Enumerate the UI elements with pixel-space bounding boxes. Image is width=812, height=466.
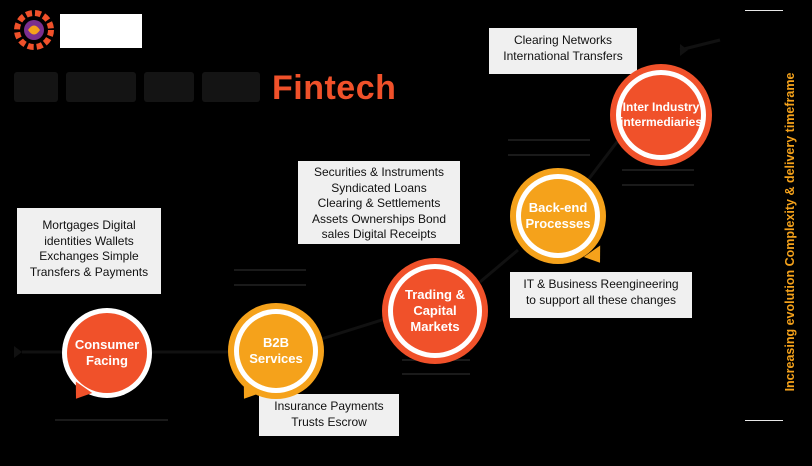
side-line-top bbox=[745, 10, 783, 11]
box-line: Clearing & Settlements bbox=[317, 196, 441, 210]
box-line: sales Digital Receipts bbox=[321, 227, 437, 241]
stage-b2b-services: B2B Services bbox=[228, 303, 324, 399]
side-label-complexity: Increasing evolution Complexity & delive… bbox=[783, 72, 797, 392]
stage-label: Back-end Processes bbox=[525, 200, 591, 231]
caption-bar-b2b bbox=[234, 269, 306, 286]
box-line: Exchanges Simple bbox=[39, 249, 139, 263]
logo-wordmark bbox=[60, 14, 142, 48]
caption-bar-inter bbox=[622, 169, 694, 186]
box-trading: Securities & Instruments Syndicated Loan… bbox=[298, 161, 460, 244]
connector-b2b-trading bbox=[317, 316, 389, 342]
box-line: Trusts Escrow bbox=[291, 414, 367, 429]
box-line: Transfers & Payments bbox=[29, 264, 149, 279]
box-line: Securities & Instruments bbox=[313, 165, 445, 179]
stage-back-end-processes: Back-end Processes bbox=[510, 168, 606, 264]
stage-inter-industry-intermediaries: Inter Industry intermediaries bbox=[610, 64, 712, 166]
box-b2b: Insurance Payments Trusts Escrow bbox=[259, 394, 399, 436]
page-title: Fintech bbox=[14, 68, 434, 108]
box-line: to support all these changes bbox=[525, 292, 677, 307]
company-logo bbox=[14, 8, 144, 54]
stage-label: Consumer Facing bbox=[74, 337, 140, 368]
connector-trading-backend bbox=[479, 248, 519, 284]
stage-trading-capital-markets: Trading & Capital Markets bbox=[382, 258, 488, 364]
caption-bar-backend bbox=[508, 139, 590, 156]
title-dark-text bbox=[14, 72, 264, 102]
stage-label: B2B Services bbox=[249, 335, 303, 366]
box-line: identities Wallets bbox=[44, 233, 134, 248]
connector-end bbox=[679, 38, 721, 52]
title-accent: Fintech bbox=[272, 69, 397, 107]
box-consumer: Mortgages Digital identities Wallets Exc… bbox=[17, 208, 161, 294]
stage-consumer-facing: Consumer Facing bbox=[62, 308, 152, 398]
box-line: International Transfers bbox=[503, 48, 623, 63]
box-backend: IT & Business Reengineering to support a… bbox=[510, 272, 692, 318]
box-line: Assets Ownerships Bond bbox=[311, 211, 447, 226]
box-line: Insurance Payments bbox=[274, 399, 384, 413]
connector-backend-inter bbox=[586, 137, 622, 181]
box-line: Clearing Networks bbox=[513, 33, 613, 47]
stage-label: Trading & Capital Markets bbox=[405, 287, 465, 334]
box-line: Mortgages Digital bbox=[42, 218, 136, 232]
arrow-end-icon bbox=[680, 44, 688, 56]
box-line: IT & Business Reengineering bbox=[523, 277, 679, 291]
arrow-start-icon bbox=[14, 346, 22, 358]
logo-mark-icon bbox=[14, 10, 54, 50]
box-line: Syndicated Loans bbox=[331, 180, 427, 195]
stage-label: Inter Industry intermediaries bbox=[619, 100, 703, 129]
box-inter: Clearing Networks International Transfer… bbox=[489, 28, 637, 74]
side-line-bottom bbox=[745, 420, 783, 421]
